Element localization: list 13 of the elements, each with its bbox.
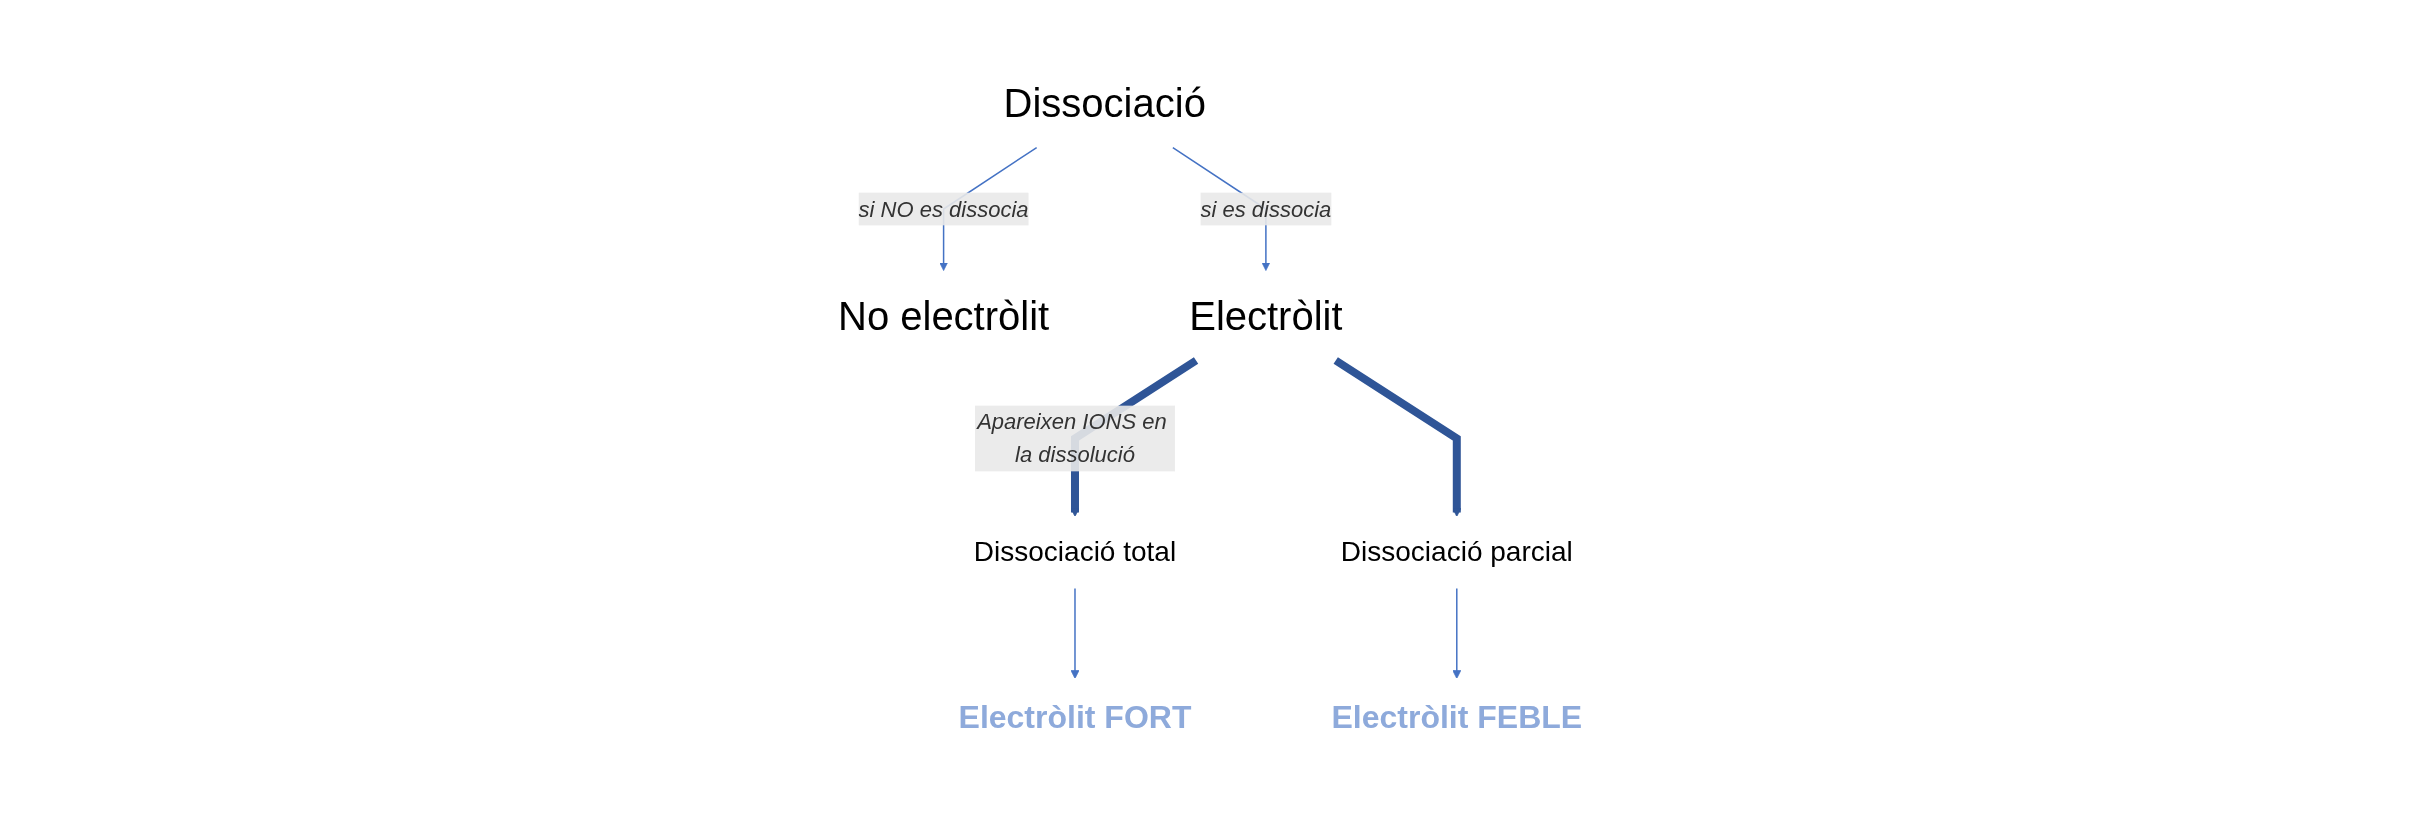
arrow — [1333, 357, 1462, 517]
node-text: Dissociació total — [973, 536, 1177, 568]
edge-label: si NO es dissocia — [858, 196, 1029, 222]
node-text: Electròlit — [1189, 293, 1343, 338]
edge-label: Apareixen IONS en la dissolució — [977, 409, 1167, 468]
arrow — [1070, 587, 1080, 679]
node-text: Electròlit FORT — [958, 699, 1192, 736]
node-text: No electròlit — [837, 293, 1050, 338]
edge-label: si es dissocia — [1200, 196, 1332, 222]
node-text: Dissociació parcial — [1340, 536, 1573, 568]
arrow — [1452, 587, 1462, 679]
node-text: Dissociació — [1003, 80, 1206, 125]
node-text: Electròlit FEBLE — [1331, 699, 1583, 736]
